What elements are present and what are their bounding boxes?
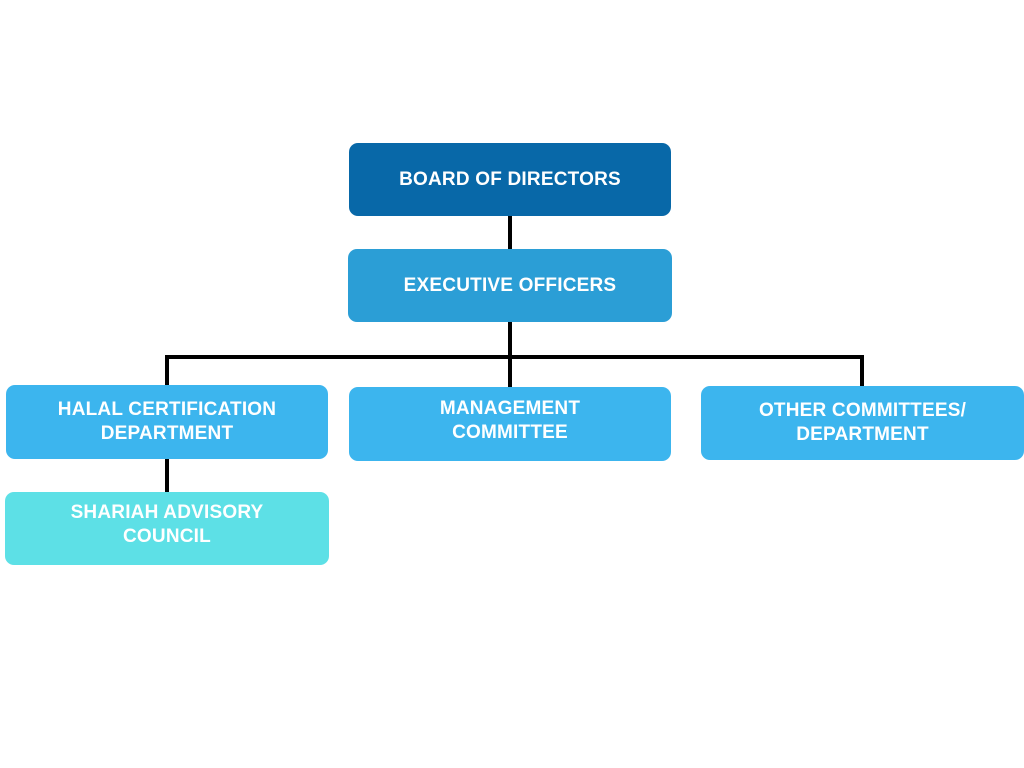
board-of-directors-label: BOARD OF DIRECTORS [399, 168, 621, 190]
halal-certification-department-box: HALAL CERTIFICATION DEPARTMENT [6, 385, 328, 459]
executive-officers-box: EXECUTIVE OFFICERS [348, 249, 672, 322]
halal-certification-department-label: HALAL CERTIFICATION DEPARTMENT [57, 399, 277, 444]
shariah-advisory-council-label: SHARIAH ADVISORY COUNCIL [70, 501, 264, 547]
management-committee-label: MANAGEMENT COMMITTEE [439, 398, 581, 443]
shariah-advisory-council-box: SHARIAH ADVISORY COUNCIL [5, 492, 329, 565]
board-of-directors-box: BOARD OF DIRECTORS [349, 143, 671, 216]
executive-officers-label: EXECUTIVE OFFICERS [403, 274, 617, 296]
other-committees-department-box: OTHER COMMITTEES/ DEPARTMENT [701, 386, 1024, 460]
management-committee-box: MANAGEMENT COMMITTEE [349, 387, 671, 461]
other-committees-department-label: OTHER COMMITTEES/ DEPARTMENT [758, 400, 967, 445]
